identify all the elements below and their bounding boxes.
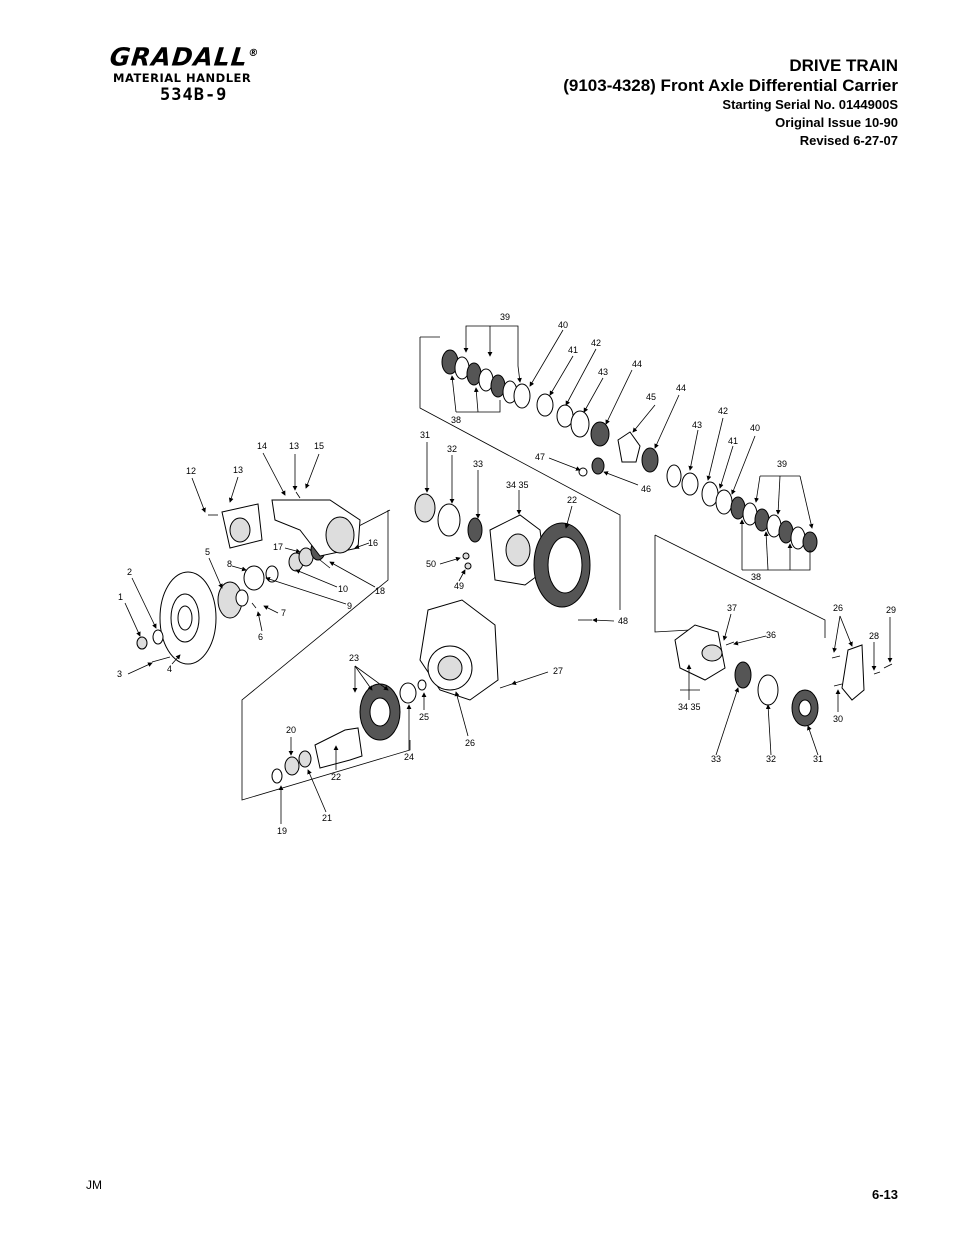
callout-40-upper: 40 bbox=[558, 320, 568, 330]
logo-subtitle: MATERIAL HANDLER bbox=[113, 71, 252, 86]
callout-48: 48 bbox=[618, 616, 628, 626]
callout-3: 3 bbox=[117, 669, 122, 679]
callout-42-upper: 42 bbox=[591, 338, 601, 348]
callout-44-lower: 44 bbox=[676, 383, 686, 393]
callout-labels: 1 2 3 4 5 6 7 8 9 10 12 13 14 13 15 16 1… bbox=[117, 312, 896, 836]
page-number: 6-13 bbox=[871, 1187, 898, 1202]
nut bbox=[136, 636, 148, 650]
callout-49: 49 bbox=[454, 581, 464, 591]
callout-43-lower: 43 bbox=[692, 420, 702, 430]
brake-assembly bbox=[136, 491, 361, 665]
callout-38-lower: 38 bbox=[751, 572, 761, 582]
differential-case bbox=[414, 493, 592, 621]
washer bbox=[152, 629, 164, 645]
footer-initials: JM bbox=[86, 1178, 102, 1192]
original-issue: Original Issue 10-90 bbox=[775, 115, 898, 130]
callout-15: 15 bbox=[314, 441, 324, 451]
callout-13-left: 13 bbox=[233, 465, 243, 475]
callout-37: 37 bbox=[727, 603, 737, 613]
callout-39-lower: 39 bbox=[777, 459, 787, 469]
callout-23: 23 bbox=[349, 653, 359, 663]
callout-33-upper: 33 bbox=[473, 459, 483, 469]
callout-6: 6 bbox=[258, 632, 263, 642]
callout-8: 8 bbox=[227, 559, 232, 569]
callout-4: 4 bbox=[167, 664, 172, 674]
callout-30: 30 bbox=[833, 714, 843, 724]
revised-date: Revised 6-27-07 bbox=[799, 133, 898, 148]
callout-41-upper: 41 bbox=[568, 345, 578, 355]
callout-20: 20 bbox=[286, 725, 296, 735]
callout-13-right: 13 bbox=[289, 441, 299, 451]
callout-24: 24 bbox=[404, 752, 414, 762]
seal bbox=[243, 565, 265, 591]
callout-27: 27 bbox=[553, 666, 563, 676]
callout-40-lower: 40 bbox=[750, 423, 760, 433]
callout-38-upper: 38 bbox=[451, 415, 461, 425]
callout-25: 25 bbox=[419, 712, 429, 722]
callout-1: 1 bbox=[118, 592, 123, 602]
callout-45: 45 bbox=[646, 392, 656, 402]
section-title: DRIVE TRAIN bbox=[789, 56, 898, 75]
callout-42-lower: 42 bbox=[718, 406, 728, 416]
callout-22-pinion: 22 bbox=[331, 772, 341, 782]
callout-9: 9 bbox=[347, 601, 352, 611]
callout-28: 28 bbox=[869, 631, 879, 641]
callout-33-lower: 33 bbox=[711, 754, 721, 764]
callout-29: 29 bbox=[886, 605, 896, 615]
serial-number: Starting Serial No. 0144900S bbox=[722, 97, 898, 112]
gradall-logo: GRADALL® MATERIAL HANDLER 534B-9 bbox=[108, 40, 290, 106]
differential-case-right bbox=[674, 624, 893, 727]
callout-5: 5 bbox=[205, 547, 210, 557]
callout-50: 50 bbox=[426, 559, 436, 569]
callout-39-upper: 39 bbox=[500, 312, 510, 322]
callout-26-housing: 26 bbox=[465, 738, 475, 748]
callout-31-lower: 31 bbox=[813, 754, 823, 764]
callout-22-ring-gear: 22 bbox=[567, 495, 577, 505]
carrier-housing bbox=[419, 599, 513, 701]
callout-2: 2 bbox=[127, 567, 132, 577]
callout-32-lower: 32 bbox=[766, 754, 776, 764]
callout-32-upper: 32 bbox=[447, 444, 457, 454]
logo-model: 534B-9 bbox=[160, 85, 228, 106]
callout-44-upper: 44 bbox=[632, 359, 642, 369]
callout-34-35-lower: 34 35 bbox=[678, 702, 701, 712]
callout-16: 16 bbox=[368, 538, 378, 548]
callout-34-35-upper: 34 35 bbox=[506, 480, 529, 490]
callout-43-upper: 43 bbox=[598, 367, 608, 377]
callout-31-upper: 31 bbox=[420, 430, 430, 440]
callout-7: 7 bbox=[281, 608, 286, 618]
callout-41-lower: 41 bbox=[728, 436, 738, 446]
pinion-seal bbox=[399, 682, 417, 704]
callout-21: 21 bbox=[322, 813, 332, 823]
spider-gear-group-upper bbox=[441, 349, 659, 477]
callout-18: 18 bbox=[375, 586, 385, 596]
callout-14: 14 bbox=[257, 441, 267, 451]
callout-19: 19 bbox=[277, 826, 287, 836]
drive-pinion bbox=[314, 727, 363, 769]
callout-47: 47 bbox=[535, 452, 545, 462]
pinion-assembly bbox=[271, 679, 427, 784]
callout-36: 36 bbox=[766, 630, 776, 640]
callout-leaders bbox=[124, 325, 893, 824]
callout-12: 12 bbox=[186, 466, 196, 476]
page-header: DRIVE TRAIN (9103-4328) Front Axle Diffe… bbox=[563, 56, 898, 150]
callout-17: 17 bbox=[273, 542, 283, 552]
callout-10: 10 bbox=[338, 584, 348, 594]
page-title: (9103-4328) Front Axle Differential Carr… bbox=[563, 76, 898, 95]
callout-26-adjuster: 26 bbox=[833, 603, 843, 613]
callout-46: 46 bbox=[641, 484, 651, 494]
assembly-frames bbox=[241, 336, 826, 801]
spider-gear-group-lower bbox=[666, 464, 818, 553]
